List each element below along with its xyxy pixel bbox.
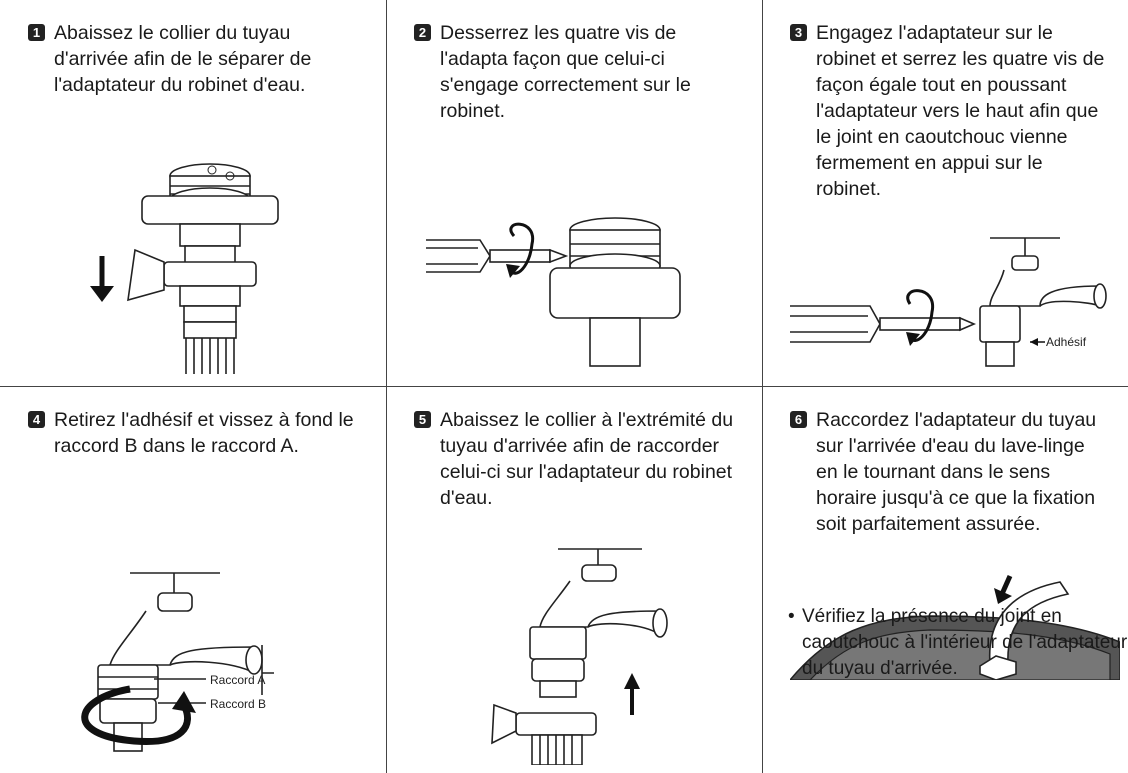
- step-6-instruction: Raccordez l'adaptateur du tuyau sur l'ar…: [816, 409, 1097, 535]
- raccord-a-label: Raccord A: [210, 673, 265, 687]
- step-6-panel: 6 Raccordez l'adaptateur du tuyau sur l'…: [762, 387, 1128, 773]
- step-number-badge: 4: [28, 411, 45, 428]
- step-1-text-block: 1 Abaissez le collier du tuyau d'arrivée…: [28, 20, 368, 98]
- note-bullet: •: [788, 606, 795, 627]
- step-5-text-block: 5 Abaissez le collier à l'extrémité du t…: [414, 407, 744, 511]
- step-6-illustration: [790, 574, 1120, 680]
- step-2-text-block: 2 Desserrez les quatre vis de l'adapta f…: [414, 20, 744, 124]
- step-3-text-block: 3 Engagez l'adaptateur sur le robinet et…: [790, 20, 1110, 202]
- raccord-b-label: Raccord B: [210, 697, 266, 711]
- step-1-panel: 1 Abaissez le collier du tuyau d'arrivée…: [0, 0, 386, 386]
- adhesif-label: Adhésif: [1046, 335, 1087, 349]
- step-3-illustration: Adhésif: [790, 237, 1107, 367]
- step-4-illustration: Raccord A Raccord B: [81, 572, 274, 752]
- step-2-panel: 2 Desserrez les quatre vis de l'adapta f…: [386, 0, 762, 386]
- step-number-badge: 3: [790, 24, 807, 41]
- step-number-badge: 5: [414, 411, 431, 428]
- step-4-panel: 4 Retirez l'adhésif et vissez à fond le …: [0, 387, 386, 773]
- step-5-illustration: [491, 548, 668, 765]
- step-4-instruction: Retirez l'adhésif et vissez à fond le ra…: [54, 409, 354, 457]
- step-3-panel: 3 Engagez l'adaptateur sur le robinet et…: [762, 0, 1128, 386]
- step-number-badge: 6: [790, 411, 807, 428]
- step-5-panel: 5 Abaissez le collier à l'extrémité du t…: [386, 387, 762, 773]
- step-2-illustration: [426, 217, 681, 367]
- step-number-badge: 1: [28, 24, 45, 41]
- step-6-text-block: 6 Raccordez l'adaptateur du tuyau sur l'…: [790, 407, 1110, 537]
- step-1-instruction: Abaissez le collier du tuyau d'arrivée a…: [54, 22, 312, 96]
- joint-check-note: • Vérifiez la présence du joint en caout…: [788, 604, 1128, 682]
- step-2-instruction: Desserrez les quatre vis de l'adapta faç…: [440, 22, 691, 122]
- step-4-text-block: 4 Retirez l'adhésif et vissez à fond le …: [28, 407, 368, 459]
- row-divider: [0, 386, 1128, 387]
- step-number-badge: 2: [414, 24, 431, 41]
- step-3-instruction: Engagez l'adaptateur sur le robinet et s…: [816, 22, 1105, 200]
- step-1-illustration: [90, 163, 279, 374]
- step-5-instruction: Abaissez le collier à l'extrémité du tuy…: [440, 409, 734, 509]
- note-text: Vérifiez la présence du joint en caoutch…: [802, 606, 1128, 679]
